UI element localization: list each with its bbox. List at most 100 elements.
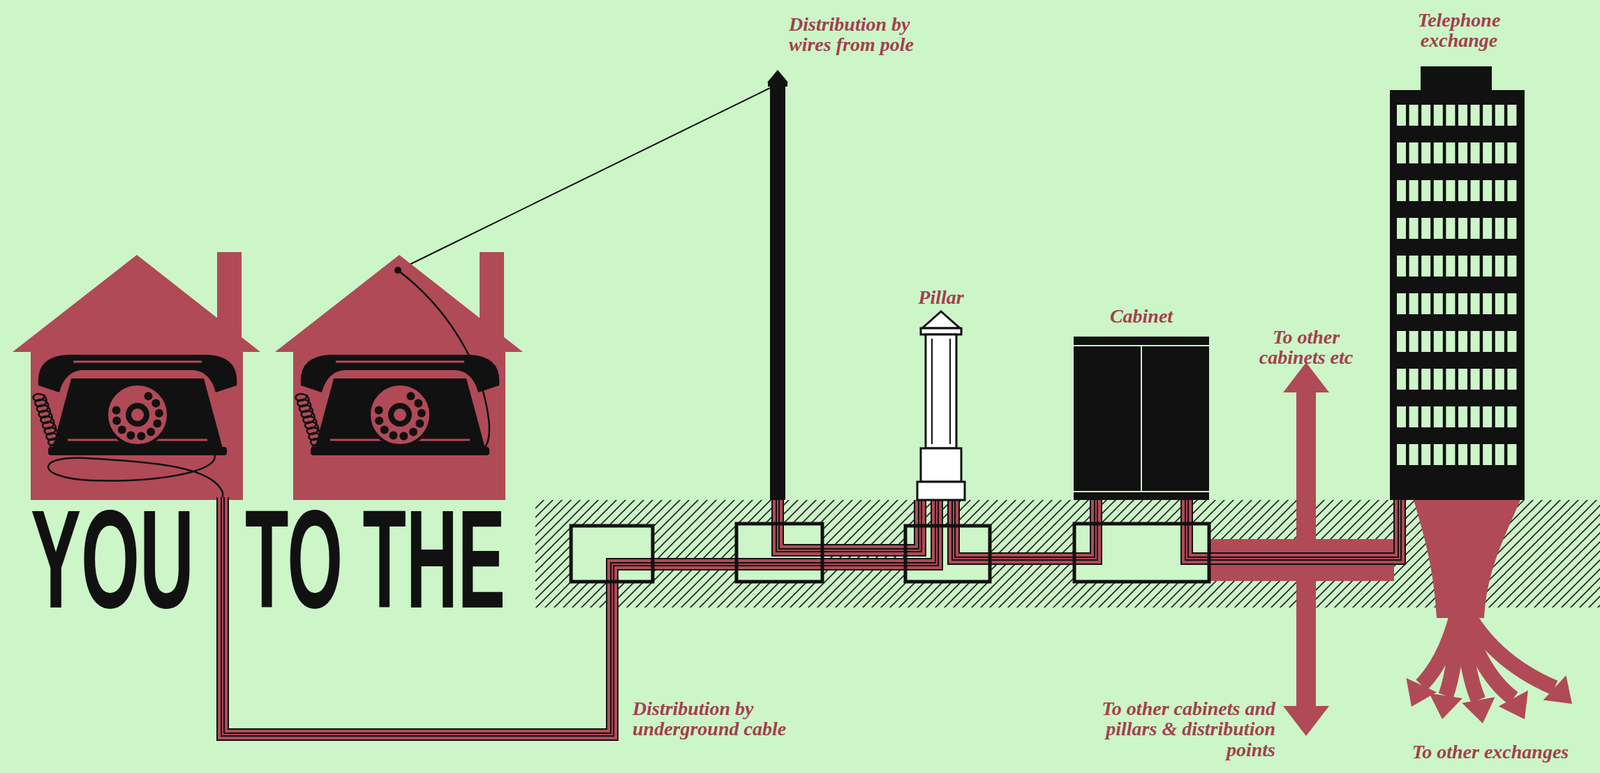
roof [275,254,523,352]
telephone-cord [397,270,490,451]
window [1458,443,1468,465]
window [1482,180,1492,202]
window [1507,217,1517,239]
window [1421,104,1431,126]
window [1433,368,1443,390]
cable-stroke [220,497,225,632]
telephone-base [310,446,490,456]
window [1396,217,1406,239]
window [1396,180,1406,202]
window [1421,142,1431,164]
window [1396,142,1406,164]
cabinet-node: Cabinet [1068,301,1215,500]
window [1409,142,1419,164]
window [1445,368,1455,390]
window [1445,104,1455,126]
telegraph-pole [769,80,786,500]
window [1433,104,1443,126]
finger-hole [144,391,153,400]
window [1458,142,1468,164]
window [1445,293,1455,315]
finger-hole [154,409,164,418]
house-wall [293,351,506,500]
window [1507,255,1517,277]
finger-hole [406,391,416,400]
illustration [906,282,976,500]
window [1470,368,1480,390]
finger-hole [399,432,408,441]
window [1458,255,1468,277]
cable-stroke [1186,499,1400,559]
finger-hole [152,419,162,428]
pillar-base [920,448,962,482]
illustration [1385,5,1533,500]
arrow-head [1498,690,1529,720]
window [1409,255,1419,277]
window [1458,180,1468,202]
finger-hole [146,427,155,436]
window [1433,406,1443,428]
finger-hole [136,432,146,441]
dial [106,383,169,446]
cable-stroke [1186,499,1400,559]
finger-hole [409,427,418,436]
window [1433,293,1443,315]
joint-box [571,525,653,582]
window [1421,443,1431,465]
window [1482,142,1492,164]
dial-centre [388,402,412,427]
callout-label: To other cabinets and pillars & distribu… [1057,698,1276,760]
callout-label: Distribution by underground cable [632,698,800,740]
window [1507,180,1517,202]
callout-label: To other cabinets etc [1243,326,1369,368]
dial-centre [125,402,150,427]
illustration [757,10,946,500]
window [1421,217,1431,239]
window [1409,368,1419,390]
wire-stub [757,87,770,95]
finger-hole [112,416,121,426]
window [1421,293,1431,315]
finger-hole [112,406,121,415]
window [1421,406,1431,428]
window [1507,293,1517,315]
window [1409,217,1419,239]
finger-hole [380,425,389,435]
window [1482,330,1492,352]
window [1470,330,1480,352]
cable-stroke [221,497,224,632]
finger-hole [388,430,398,440]
drop-cable [222,497,224,632]
telephone-base [48,446,227,456]
telephone [295,354,500,456]
window [1495,142,1505,164]
window [1433,142,1443,164]
window [1495,330,1505,352]
house-node: YOU [9,247,245,632]
joint-box [1074,523,1210,582]
window [1482,406,1492,428]
window [1507,368,1517,390]
wire-line [443,94,758,248]
window [1409,293,1419,315]
cable-stroke [217,497,228,632]
underground-cable [1186,499,1400,559]
heading-word: YOU [30,489,195,629]
pole-cap [767,69,789,83]
window [1458,104,1468,126]
window [1507,330,1517,352]
window [1445,255,1455,277]
roof-block [1420,66,1492,91]
pillar-shaft [925,334,957,449]
pillar-drawing [917,311,965,500]
finger-hole [413,399,423,408]
window [1495,255,1505,277]
window [1433,217,1443,239]
window [1396,104,1406,126]
window [1458,217,1468,239]
pillar-line [931,338,951,444]
cabinet-doors [1073,345,1210,492]
window [1421,330,1431,352]
finger-hole [117,425,127,435]
window [1507,142,1517,164]
